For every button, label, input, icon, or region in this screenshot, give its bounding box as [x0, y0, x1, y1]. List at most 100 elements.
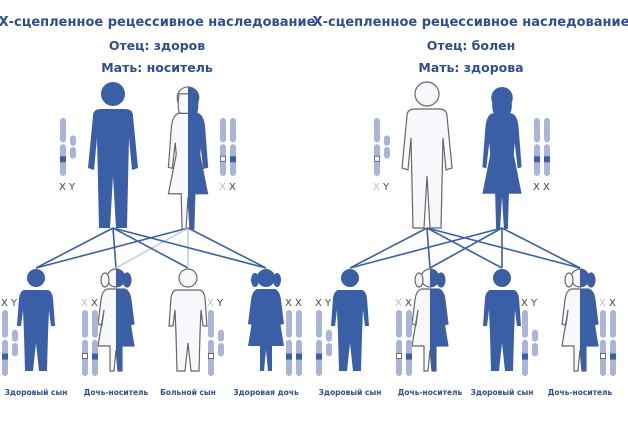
x-chromosome — [600, 310, 606, 376]
chromosome-letter: X — [285, 298, 292, 309]
normal-allele-band — [92, 353, 98, 360]
mother-to-child-line — [349, 227, 503, 269]
daughter-figure — [411, 268, 449, 372]
panel-father-affected-mother-healthy: Х-сцепленное рецессивное наследованиеОте… — [313, 15, 628, 397]
chromosome-letter: X — [533, 182, 540, 193]
x-chromosome — [230, 118, 236, 176]
son-figure — [168, 268, 208, 372]
son-figure — [483, 269, 521, 371]
child-label: Здоровый сын — [471, 388, 534, 397]
father-to-child-line — [426, 227, 581, 269]
x-chromosome — [522, 310, 528, 376]
y-chromosome — [532, 329, 538, 357]
child-label: Дочь-носитель — [84, 388, 149, 397]
x-chromosome — [296, 310, 302, 376]
y-chromosome — [326, 329, 332, 357]
mother-figure — [482, 86, 522, 230]
chromosome-letter: Y — [382, 182, 390, 193]
daughter-figure — [97, 268, 135, 372]
chromosome-letter: X — [1, 298, 8, 309]
father-to-child-line — [349, 227, 428, 269]
chromosome-letter: Y — [324, 298, 332, 309]
x-chromosome — [316, 310, 322, 376]
son-figure — [331, 269, 369, 371]
child-label: Здоровый сын — [5, 388, 68, 397]
child-label: Больной сын — [160, 388, 216, 397]
y-chromosome — [384, 135, 390, 159]
x-chromosome — [544, 118, 550, 176]
father-to-child-line — [426, 227, 503, 269]
mother-figure — [167, 86, 209, 230]
chromosome-letter: X — [229, 182, 236, 193]
x-chromosome — [406, 310, 412, 376]
normal-allele-band — [610, 353, 616, 360]
diagram-title: Х-сцепленное рецессивное наследование — [313, 15, 628, 30]
chromosome-letter: Y — [10, 298, 18, 309]
normal-allele-band — [296, 353, 302, 360]
son-figure — [17, 269, 55, 371]
chromosome-letter: X — [91, 298, 98, 309]
panel-father-healthy-mother-carrier: Х-сцепленное рецессивное наследованиеОте… — [0, 15, 316, 397]
mutant-allele-band — [208, 353, 214, 359]
normal-allele-band — [406, 353, 412, 360]
normal-allele-band — [534, 156, 540, 163]
daughter-figure — [561, 268, 599, 372]
father-status-line: Отец: болен — [427, 38, 516, 53]
x-chromosome — [82, 310, 88, 376]
x-chromosome — [92, 310, 98, 376]
normal-allele-band — [60, 156, 66, 163]
normal-allele-band — [544, 156, 550, 163]
inheritance-lines — [349, 227, 581, 269]
chromosome-letter: X — [609, 298, 616, 309]
daughter-figure — [248, 269, 284, 371]
normal-allele-band — [316, 353, 322, 360]
mother-to-child-line — [35, 227, 189, 269]
mutant-allele-band — [82, 353, 88, 359]
mother-status-line: Мать: носитель — [101, 60, 213, 75]
mother-to-child-line — [501, 227, 581, 269]
mutant-allele-band — [396, 353, 402, 359]
father-to-child-line — [426, 227, 431, 269]
child-label: Дочь-носитель — [548, 388, 613, 397]
normal-allele-band — [522, 353, 528, 360]
mother-to-child-line — [187, 227, 267, 269]
chromosome-letter: X — [543, 182, 550, 193]
chromosome-letter: X — [219, 182, 226, 193]
mutant-allele-band — [374, 155, 380, 162]
chromosome-letter: Y — [216, 298, 224, 309]
x-chromosome — [286, 310, 292, 376]
chromosome-letter: Y — [68, 182, 76, 193]
chromosome-letter: Y — [530, 298, 538, 309]
father-status-line: Отец: здоров — [109, 38, 205, 53]
mutant-allele-band — [220, 155, 226, 162]
child-label: Дочь-носитель — [398, 388, 463, 397]
x-chromosome — [220, 118, 226, 176]
chromosome-letter: X — [599, 298, 606, 309]
chromosome-letter: X — [295, 298, 302, 309]
normal-allele-band — [286, 353, 292, 360]
